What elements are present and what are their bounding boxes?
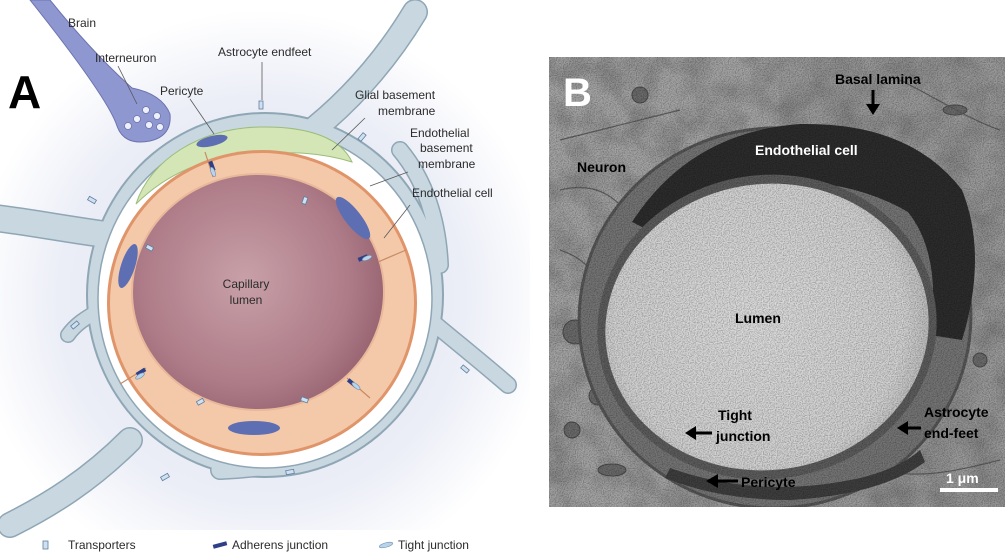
label-endothelial-cell: Endothelial cell [412,186,493,200]
label-lumen-line2: lumen [230,293,263,307]
label-endothelial-cell-em: Endothelial cell [755,142,858,158]
label-glial-bm-line1: Glial basement [355,88,436,102]
label-endothelial-bm-line2: basement [420,141,473,155]
label-interneuron: Interneuron [95,51,156,65]
label-astrocyte-endfeet: Astrocyte endfeet [218,45,312,59]
adherens-junction-icon [213,541,228,548]
scale-bar-label: 1 μm [946,470,979,486]
label-pericyte: Pericyte [160,84,204,98]
label-tight-junction-line1: Tight [718,407,752,423]
label-lumen-em: Lumen [735,310,781,326]
label-basal-lamina: Basal lamina [835,71,921,87]
panel-b: 1 μm B Basal lamina Endothelial cell Neu… [549,57,1005,533]
transporter-icon [43,541,48,549]
label-astrocyte-line1: Astrocyte [924,404,989,420]
panel-a-letter: A [8,66,41,118]
legend-adherens-junction: Adherens junction [232,538,328,552]
label-tight-junction-line2: junction [715,428,770,444]
label-brain: Brain [68,16,96,30]
legend-transporters: Transporters [68,538,136,552]
tight-junction-icon [379,541,394,549]
label-endothelial-bm-line3: membrane [418,157,476,171]
label-glial-bm-line2: membrane [378,104,436,118]
label-pericyte-em: Pericyte [741,474,796,490]
panel-a: A Brain Interneuron Astrocyte endfeet Pe… [0,0,530,552]
legend-tight-junction: Tight junction [398,538,469,552]
label-endothelial-bm-line1: Endothelial [410,126,469,140]
label-neuron: Neuron [577,159,626,175]
label-lumen-line1: Capillary [223,277,270,291]
scale-bar [940,488,998,492]
label-astrocyte-line2: end-feet [924,425,979,441]
legend: Transporters Adherens junction Tight jun… [43,538,469,552]
panel-b-letter: B [563,71,592,115]
